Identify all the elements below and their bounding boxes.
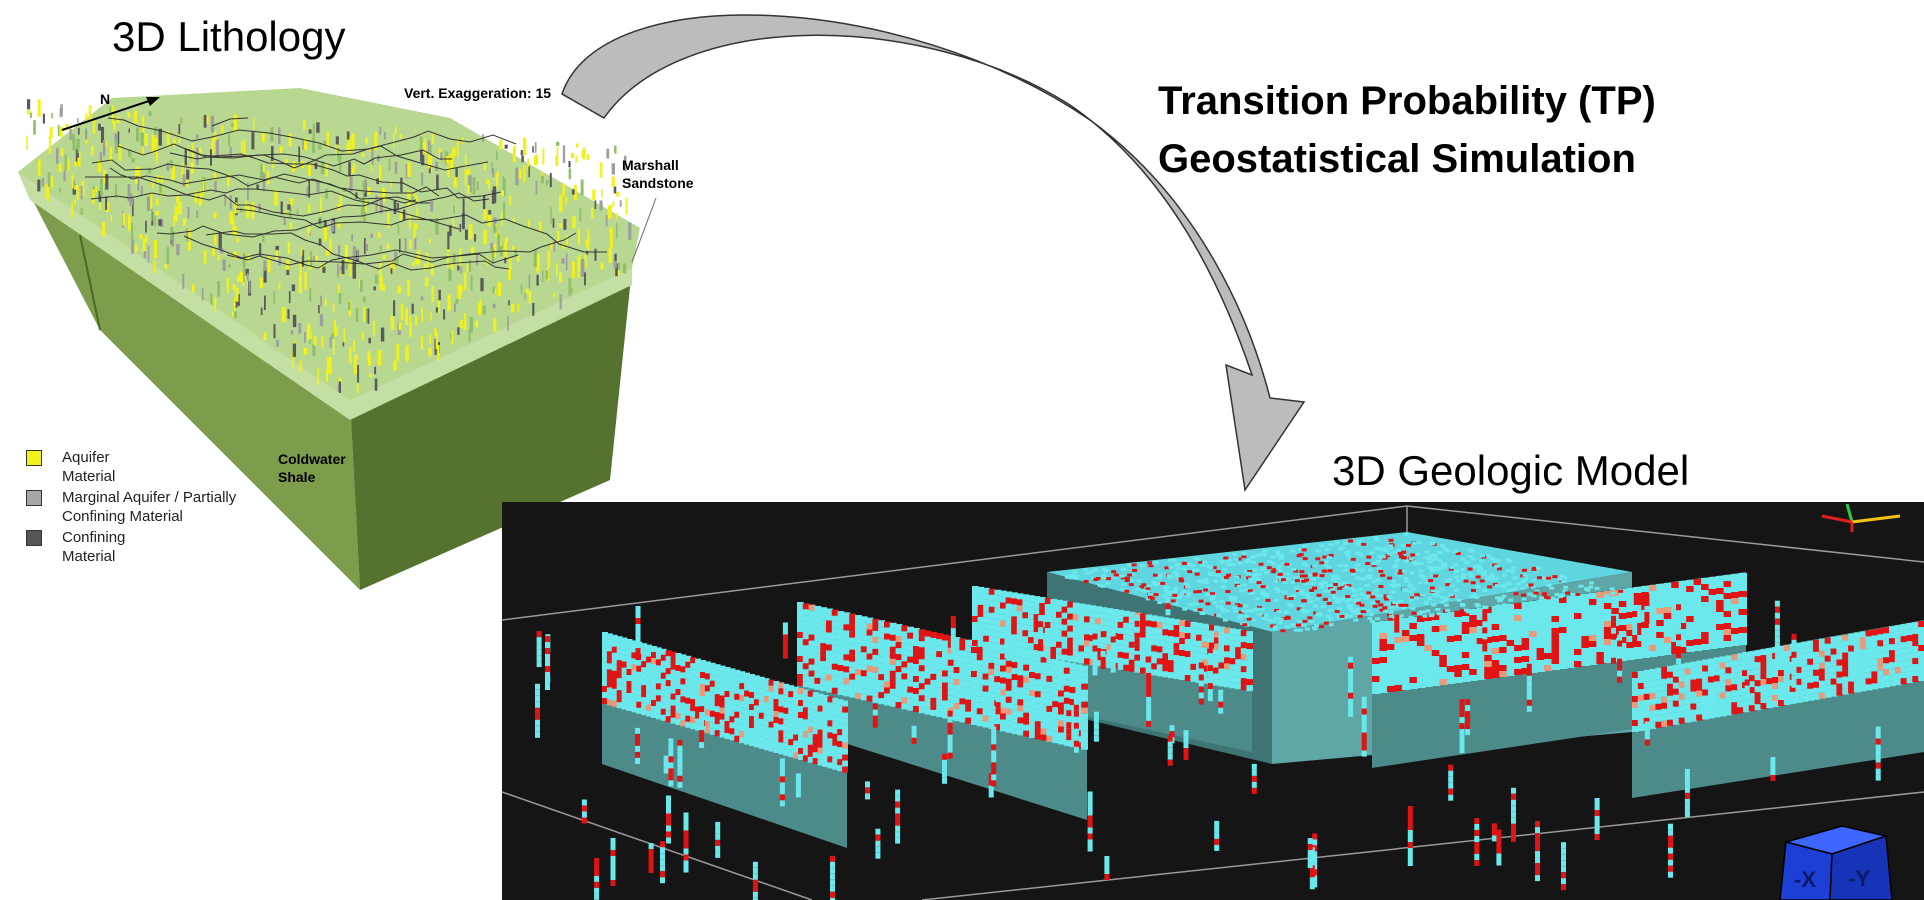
- view-cube-x-label: -X: [1794, 867, 1816, 892]
- block-left-face: [18, 172, 360, 590]
- coldwater-shale-label: Coldwater Shale: [278, 451, 346, 485]
- geologic-model-title: 3D Geologic Model: [1332, 447, 1690, 494]
- geologic-model-render: -X -Y: [502, 503, 1924, 900]
- north-arrow: [61, 97, 159, 131]
- lithology-title: 3D Lithology: [112, 13, 346, 60]
- block-edge: [79, 234, 101, 331]
- orientation-axes-icon: [1821, 503, 1901, 532]
- marshall-sandstone-label: Marshall Sandstone: [622, 157, 694, 191]
- geologic-model-viewport[interactable]: -X -Y: [502, 502, 1924, 900]
- block-light-band: [18, 172, 632, 420]
- vertical-exaggeration-label: Vert. Exaggeration: 15: [404, 85, 552, 101]
- view-cube[interactable]: -X -Y: [1779, 825, 1893, 900]
- method-title: Transition Probability (TP) Geostatistic…: [1158, 79, 1656, 181]
- aquifer-swatch: [26, 450, 42, 466]
- lithology-block-image: [18, 88, 657, 590]
- view-cube-y-label: -Y: [1848, 866, 1870, 891]
- north-label: N: [100, 91, 111, 107]
- north-arrowhead: [146, 97, 160, 106]
- marginal-aquifer-swatch: [26, 490, 42, 506]
- confining-swatch: [26, 530, 42, 546]
- model-lithology-marks: [535, 532, 1924, 900]
